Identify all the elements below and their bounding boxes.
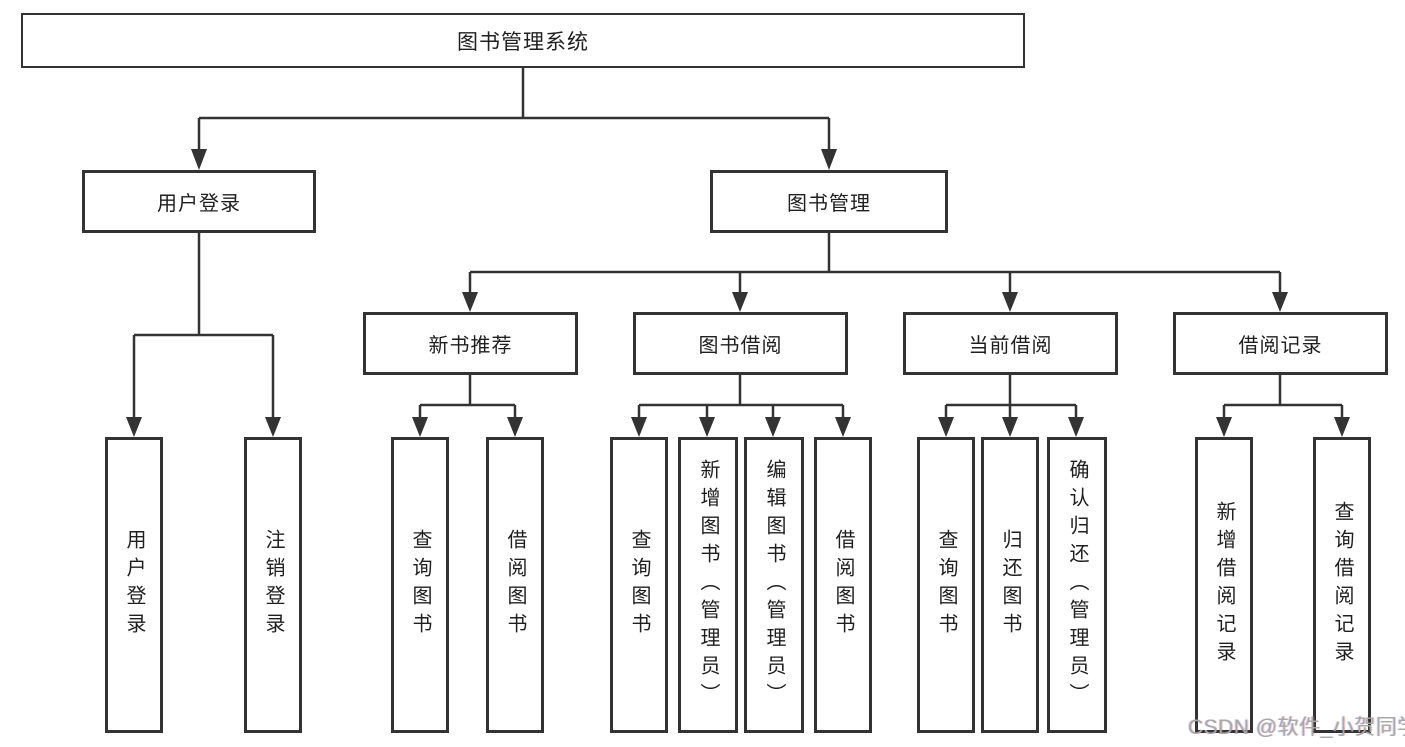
leaf-query-books-newbooks: 查询图书 [391,437,449,733]
node-book-borrowing: 图书借阅 [633,312,848,375]
node-current-borrowing: 当前借阅 [903,312,1118,375]
leaf-query-books-current: 查询图书 [917,437,975,733]
leaf-user-login: 用户登录 [105,437,163,733]
arrowheads [126,149,1350,437]
leaf-add-borrow-record: 新增借阅记录 [1195,437,1253,733]
node-root: 图书管理系统 [21,13,1025,68]
leaf-query-borrow-record: 查询借阅记录 [1313,437,1371,733]
leaf-borrow-books-borrowing: 借阅图书 [814,437,872,733]
leaf-edit-books-admin: 编辑图书（管理员） [744,437,804,733]
watermark: CSDN @软件_小贺同学 [1188,716,1405,739]
node-new-book-recommend: 新书推荐 [363,312,578,375]
leaf-query-books-borrowing: 查询图书 [610,437,668,733]
node-book-management: 图书管理 [710,170,948,233]
leaf-return-books: 归还图书 [981,437,1039,733]
leaf-borrow-books-newbooks: 借阅图书 [486,437,544,733]
node-borrowing-records: 借阅记录 [1173,312,1388,375]
leaf-confirm-return-admin: 确认归还（管理员） [1047,437,1107,733]
leaf-add-books-admin: 新增图书（管理员） [678,437,738,733]
leaf-logout: 注销登录 [244,437,302,733]
node-user-login: 用户登录 [82,170,316,233]
